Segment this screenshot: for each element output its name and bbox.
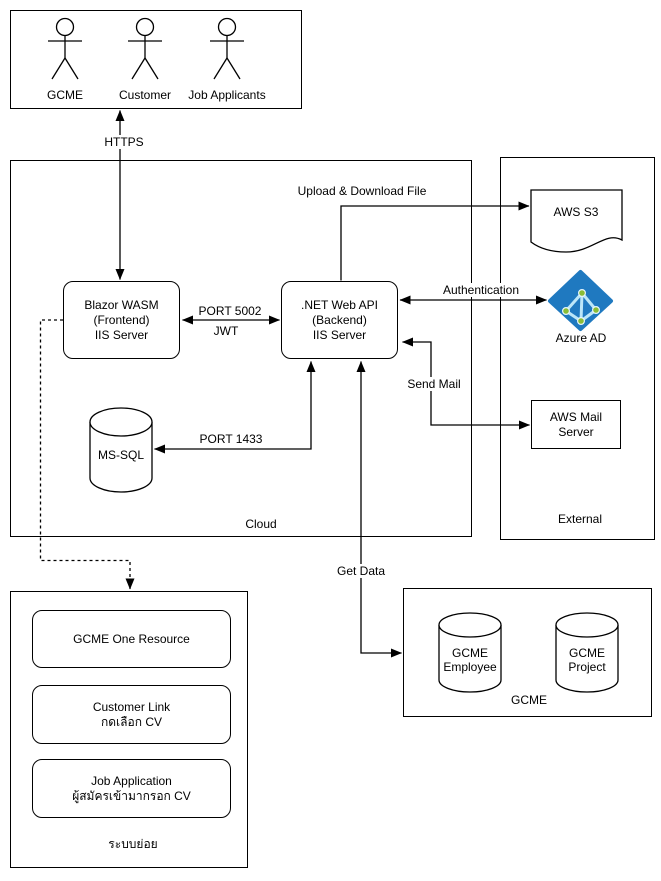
job-application-label: Job Application ผู้สมัครเข้ามากรอก CV — [72, 773, 191, 803]
aws-mail-server-label: AWS Mail Server — [549, 409, 603, 439]
mssql-cylinder — [89, 407, 153, 493]
azure-ad-icon — [548, 270, 613, 331]
gcme-project-label: GCME Project — [568, 646, 606, 674]
customer-link-label: Customer Link กดเลือก CV — [92, 699, 171, 729]
upload-download-connector — [340, 201, 530, 281]
actor-job-applicants-label: Job Applicants — [188, 88, 266, 102]
cloud-container-box — [10, 160, 472, 537]
blazor-wasm-node: Blazor WASM (Frontend) IIS Server — [63, 281, 180, 359]
aws-s3-document-shape — [530, 189, 623, 253]
https-label: HTTPS — [102, 135, 146, 149]
gcme-one-resource-label: GCME One Resource — [73, 631, 190, 646]
subsystem-container-label: ระบบย่อย — [108, 837, 158, 851]
subsystem-container-box — [10, 591, 248, 868]
gcme-container-box — [403, 588, 652, 717]
upload-download-label: Upload & Download File — [295, 184, 429, 198]
dotnet-web-api-node: .NET Web API (Backend) IIS Server — [281, 281, 398, 359]
gcme-employee-label: GCME Employee — [443, 646, 497, 674]
send-mail-label: Send Mail — [405, 377, 463, 391]
jwt-label: JWT — [211, 324, 241, 338]
frontend-subsystem-dashed-connector — [39, 319, 135, 590]
port-5002-label: PORT 5002 — [196, 304, 264, 318]
external-container-label: External — [557, 512, 603, 526]
port-1433-connector — [154, 361, 316, 454]
actor-gcme-figure — [48, 17, 82, 80]
aws-mail-server-node: AWS Mail Server — [531, 400, 621, 449]
mssql-label: MS-SQL — [97, 448, 145, 462]
subsystem-item-gcme-one-resource: GCME One Resource — [32, 610, 231, 668]
gcme-employee-cylinder — [438, 612, 502, 693]
gcme-container-label: GCME — [511, 693, 547, 707]
actors-container-box — [10, 10, 302, 109]
actor-customer-figure — [128, 17, 162, 80]
blazor-wasm-label: Blazor WASM (Frontend) IIS Server — [84, 297, 159, 342]
azure-ad-label: Azure AD — [555, 331, 607, 345]
actor-gcme-label: GCME — [47, 88, 83, 102]
external-container-box — [500, 157, 655, 540]
authentication-label: Authentication — [440, 283, 522, 297]
subsystem-item-job-application: Job Application ผู้สมัครเข้ามากรอก CV — [32, 759, 231, 818]
actor-customer-label: Customer — [118, 88, 172, 102]
port-1433-label: PORT 1433 — [197, 432, 265, 446]
dotnet-web-api-label: .NET Web API (Backend) IIS Server — [301, 297, 378, 342]
cloud-container-label: Cloud — [245, 517, 277, 531]
aws-s3-label: AWS S3 — [553, 205, 599, 219]
actor-job-applicants-figure — [210, 17, 244, 80]
get-data-label: Get Data — [334, 564, 388, 578]
gcme-project-cylinder — [555, 612, 619, 693]
subsystem-item-customer-link: Customer Link กดเลือก CV — [32, 685, 231, 744]
get-data-connector — [356, 361, 402, 658]
